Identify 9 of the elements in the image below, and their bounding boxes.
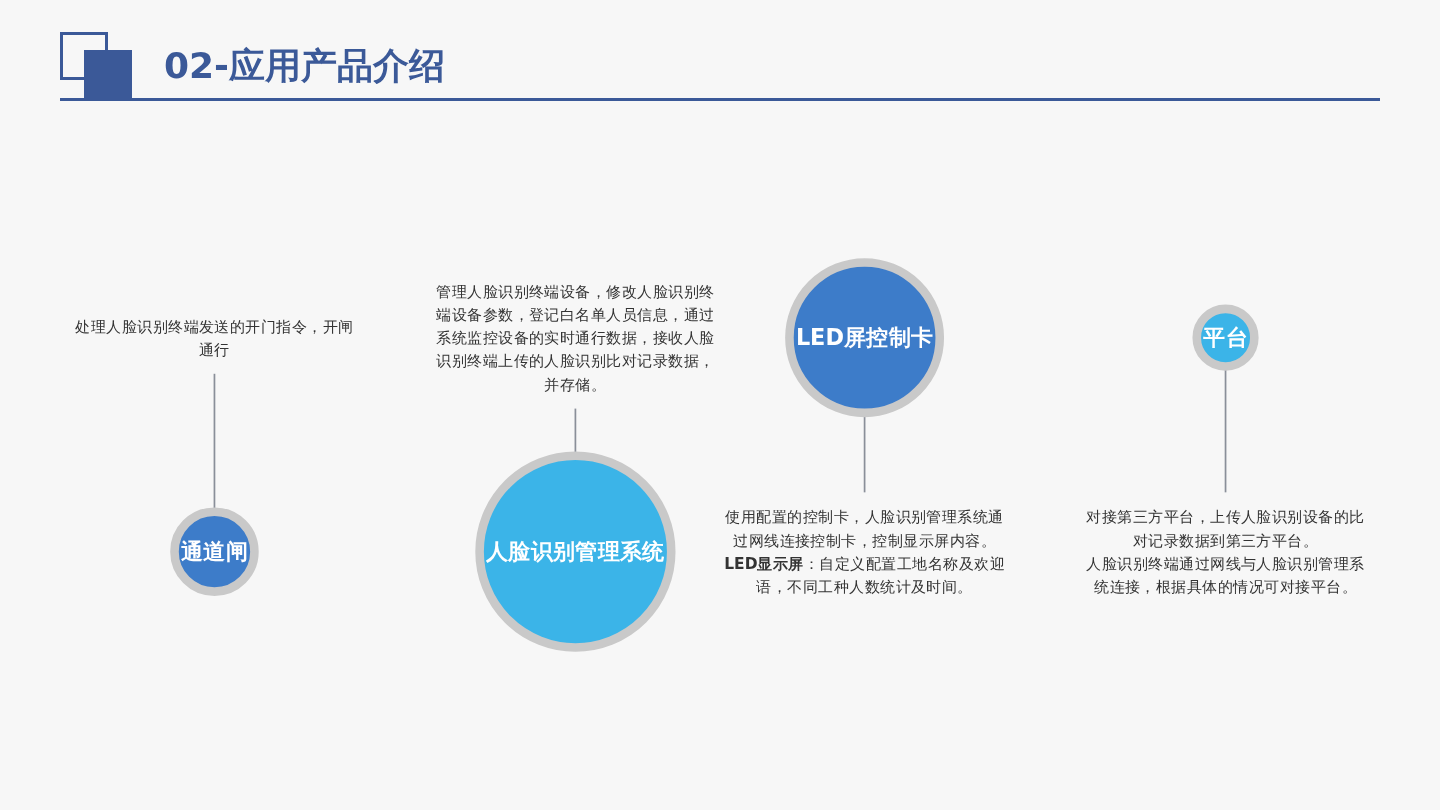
node-text: 对接第三方平台，上传人脸识别设备的比对记录数据到第三方平台。 人脸识别终端通过网线与人脸识别管理系统连接，根据具体的情况可对接平台。 xyxy=(1086,507,1365,596)
node-circle: 人脸识别管理系统 xyxy=(475,451,676,652)
node-text: 处理人脸识别终端发送的开门指令，开闸通行 xyxy=(75,317,354,359)
node-circle: 平台 xyxy=(1192,304,1259,371)
node-text: 使用配置的控制卡，人脸识别管理系统通过网线连接控制卡，控制显示屏内容。 LED显示屏：自定义配置工地名称及欢迎语，不同工种人数统计及时间。 xyxy=(724,507,1005,596)
slide-title: 02-应用产品介绍 xyxy=(164,44,446,88)
node-circle: 通道闸 xyxy=(170,507,259,596)
node-circle: LED屏控制卡 xyxy=(785,258,945,418)
node-text: 管理人脸识别终端设备，修改人脸识别终端设备参数，登记白名单人员信息，通过系统监控设备的实时通行数据，接收人脸识别终端上传的人脸识别比对记录数据，并存储。 xyxy=(436,282,715,394)
